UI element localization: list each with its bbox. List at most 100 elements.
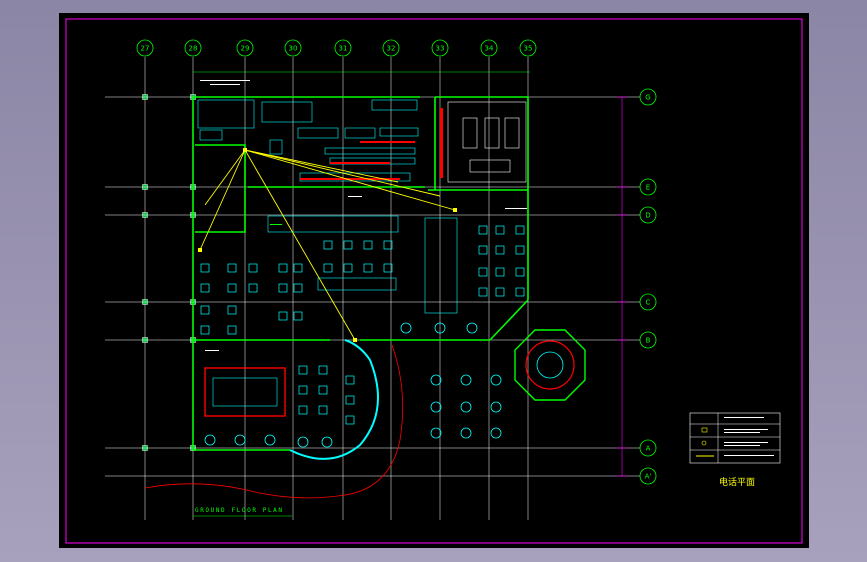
round-table xyxy=(490,374,502,386)
dining-table xyxy=(345,375,355,385)
legend-table xyxy=(689,412,781,464)
row-bubble: C xyxy=(639,293,657,311)
dining-table xyxy=(345,415,355,425)
dining-table xyxy=(298,405,308,415)
room-annotations xyxy=(200,80,527,351)
bar-counter xyxy=(204,367,286,417)
dining-table xyxy=(515,287,525,297)
row-bubble: E xyxy=(639,178,657,196)
row-label: E xyxy=(646,184,650,192)
row-label: A xyxy=(646,445,651,453)
data-outlet-icon xyxy=(701,440,707,446)
column-bubble: 35 xyxy=(519,39,537,57)
dining-table xyxy=(298,385,308,395)
dining-table xyxy=(383,263,393,273)
row-bubbles: G E D C B A A' xyxy=(639,88,657,485)
round-table xyxy=(234,434,246,446)
curved-pavilion-wall xyxy=(289,339,379,460)
column-label: 33 xyxy=(436,45,445,53)
column-bubble: 32 xyxy=(382,39,400,57)
column-bubble: 29 xyxy=(236,39,254,57)
column-bubble: 33 xyxy=(431,39,449,57)
column-label: 32 xyxy=(387,45,396,53)
dining-table xyxy=(227,283,237,293)
round-table xyxy=(460,427,472,439)
dining-table xyxy=(318,365,328,375)
column-bubble: 30 xyxy=(284,39,302,57)
dining-table xyxy=(278,311,288,321)
banquette-bar xyxy=(267,215,458,314)
column-label: 29 xyxy=(241,45,250,53)
column-label: 27 xyxy=(141,45,150,53)
dining-table xyxy=(318,405,328,415)
round-table xyxy=(460,374,472,386)
column-label: 34 xyxy=(485,45,494,53)
row-bubble: D xyxy=(639,206,657,224)
dining-tables xyxy=(200,225,525,448)
dining-table xyxy=(478,245,488,255)
row-label: B xyxy=(646,337,651,345)
cad-drawing: GROUND FLOOR PLAN 电话平面 27282930313233343… xyxy=(65,18,803,544)
dining-table xyxy=(515,267,525,277)
column-bubble: 34 xyxy=(480,39,498,57)
dining-table xyxy=(293,283,303,293)
dining-table xyxy=(363,240,373,250)
kitchen-red-accents xyxy=(300,108,443,180)
round-table xyxy=(490,401,502,413)
round-table xyxy=(297,436,309,448)
dining-table xyxy=(363,263,373,273)
plan-title: GROUND FLOOR PLAN xyxy=(195,507,284,514)
spiral-stair xyxy=(514,329,586,401)
dining-table xyxy=(495,225,505,235)
row-bubble: A' xyxy=(639,467,657,485)
right-dimension-chain xyxy=(616,96,628,477)
row-bubble: A xyxy=(639,439,657,457)
sheet-frame xyxy=(65,18,803,544)
round-table xyxy=(321,436,333,448)
row-bubble: B xyxy=(639,331,657,349)
dining-table xyxy=(318,385,328,395)
dining-table xyxy=(495,287,505,297)
round-table xyxy=(434,322,446,334)
phone-outlet-icon xyxy=(701,427,708,433)
round-table xyxy=(204,434,216,446)
round-table xyxy=(430,374,442,386)
dining-table xyxy=(248,263,258,273)
storage-room xyxy=(447,101,527,183)
column-bubble: 28 xyxy=(184,39,202,57)
round-table xyxy=(430,427,442,439)
telephone-lines xyxy=(199,149,456,341)
dining-table xyxy=(343,240,353,250)
dining-table xyxy=(345,395,355,405)
row-label: G xyxy=(645,94,650,102)
dining-table xyxy=(293,311,303,321)
dining-table xyxy=(515,245,525,255)
dining-table xyxy=(515,225,525,235)
column-label: 31 xyxy=(339,45,348,53)
dining-table xyxy=(200,305,210,315)
dining-table xyxy=(227,263,237,273)
dining-table xyxy=(200,283,210,293)
building-walls xyxy=(192,96,529,451)
dining-table xyxy=(383,240,393,250)
round-table xyxy=(466,322,478,334)
row-label: C xyxy=(646,299,651,307)
site-boundary-curve xyxy=(144,344,404,499)
dining-table xyxy=(323,263,333,273)
column-label: 30 xyxy=(289,45,298,53)
dining-table xyxy=(298,365,308,375)
dining-table xyxy=(248,283,258,293)
dining-table xyxy=(495,245,505,255)
dining-table xyxy=(278,283,288,293)
round-table xyxy=(430,401,442,413)
column-bubbles: 27 28 29 30 31 32 33 34 35 xyxy=(136,39,537,57)
dining-table xyxy=(495,267,505,277)
dining-table xyxy=(200,325,210,335)
dining-table xyxy=(200,263,210,273)
row-label: A' xyxy=(645,473,652,481)
column-bubble: 31 xyxy=(334,39,352,57)
row-bubble: G xyxy=(639,88,657,106)
dining-table xyxy=(227,305,237,315)
dining-table xyxy=(293,263,303,273)
